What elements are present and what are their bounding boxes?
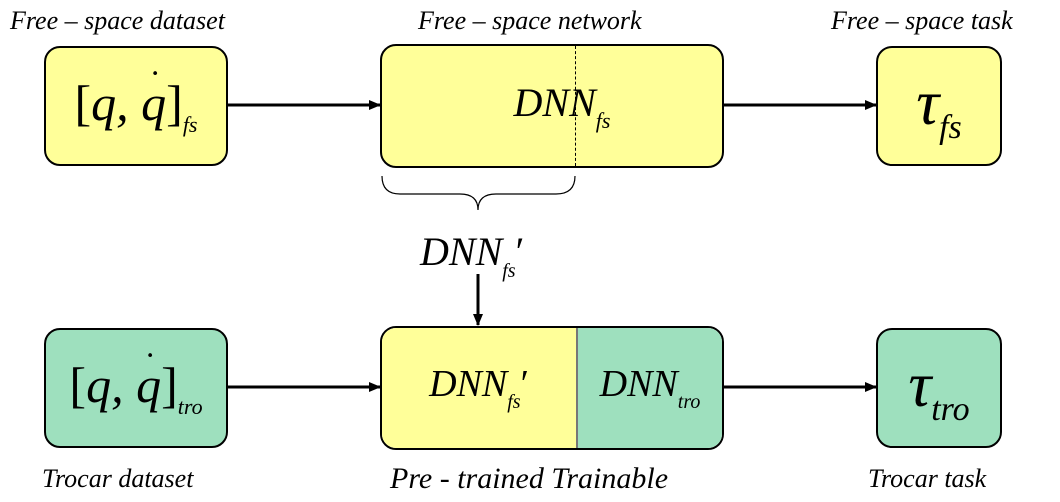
tro-task-label: τtro bbox=[908, 348, 970, 428]
tro-network-box: DNNfs′ DNNtro bbox=[380, 326, 724, 450]
tro-dataset-label: [q, q]tro bbox=[69, 344, 202, 420]
tro-dataset-box: [q, q]tro bbox=[44, 328, 228, 448]
fs-network-box: DNNfs bbox=[380, 44, 724, 168]
fs-dataset-box: [q, q]fs bbox=[44, 46, 228, 166]
fs-dataset-caption: Free – space dataset bbox=[10, 6, 225, 35]
tro-task-caption: Trocar task bbox=[868, 464, 987, 493]
pretrained-section: DNNfs′ bbox=[382, 328, 576, 448]
fs-task-caption: Free – space task bbox=[831, 6, 1013, 35]
tro-dataset-caption: Trocar dataset bbox=[42, 464, 194, 493]
pretrained-layers-brace bbox=[381, 175, 576, 211]
trainable-label: DNNtro bbox=[599, 363, 701, 413]
fs-task-box: τfs bbox=[876, 46, 1002, 166]
transferred-network-label: DNNfs′ bbox=[420, 229, 525, 282]
fs-task-label: τfs bbox=[916, 66, 962, 146]
trainable-section: DNNtro bbox=[576, 328, 722, 448]
fs-network-label: DNNfs bbox=[513, 79, 611, 133]
pretrained-label: DNNfs′ bbox=[429, 363, 529, 413]
fs-network-caption: Free – space network bbox=[418, 6, 642, 35]
fs-network-split-line bbox=[575, 46, 576, 166]
fs-dataset-label: [q, q]fs bbox=[75, 62, 198, 138]
tro-task-box: τtro bbox=[876, 328, 1002, 448]
network-parts-caption: Pre - trained Trainable bbox=[390, 462, 669, 495]
